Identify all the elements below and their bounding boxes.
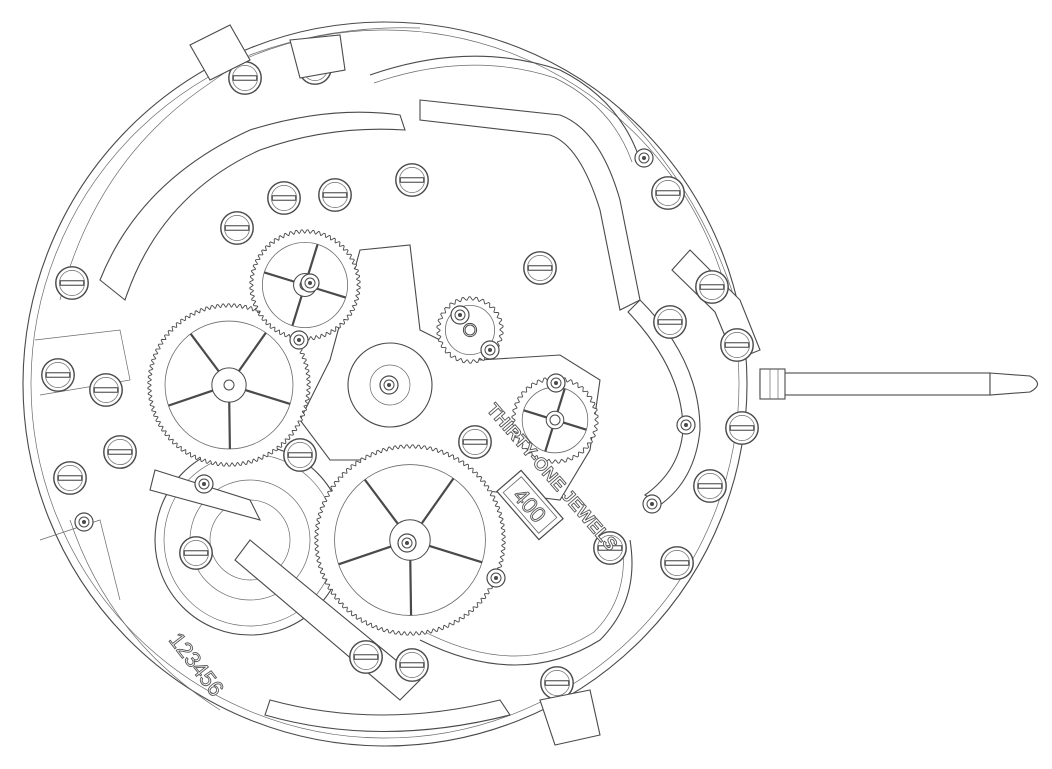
jewel-bearing-icon — [450, 305, 470, 325]
screw-head-icon — [318, 178, 352, 212]
screw-head-icon — [55, 266, 89, 300]
screw-head-icon — [725, 411, 759, 445]
serial-engraving: 123456 — [164, 628, 229, 701]
main-plate — [22, 21, 748, 747]
screw-head-icon — [41, 358, 75, 392]
screw-head-icon — [660, 546, 694, 580]
screw-head-icon — [349, 640, 383, 674]
jewel-bearing-icon — [194, 474, 214, 494]
screw-head-icon — [267, 181, 301, 215]
right-lever — [627, 249, 761, 506]
gear-wheel-icon — [147, 303, 311, 467]
caliber-plate: 400 — [496, 469, 564, 541]
winding-stem-icon — [759, 368, 1039, 400]
jewel-bearing-icon — [634, 148, 654, 168]
jewel-bearing-icon — [486, 568, 506, 588]
screw-head-icon — [653, 305, 687, 339]
jewel-bearing-icon — [397, 533, 417, 553]
top-clamp — [189, 24, 346, 81]
screw-head-icon — [458, 425, 492, 459]
jewel-bearing-icon — [642, 494, 662, 514]
screw-head-icon — [220, 211, 254, 245]
bottom-clamp — [264, 689, 601, 746]
jewel-bearing-icon — [74, 512, 94, 532]
screw-head-icon — [523, 251, 557, 285]
screw-head-icon — [693, 469, 727, 503]
screw-head-icon — [695, 270, 729, 304]
jewel-bearing-icon — [379, 375, 399, 395]
jewel-bearing-icon — [676, 415, 696, 435]
screw-head-icon — [179, 536, 213, 570]
screw-head-icon — [283, 438, 317, 472]
ratchet-wheel-arc — [369, 55, 641, 163]
barrel-arc — [419, 539, 633, 666]
jewel-bearing-icon — [289, 330, 309, 350]
screw-head-icon — [395, 648, 429, 682]
screw-head-icon — [720, 328, 754, 362]
jewel-bearing-icon — [480, 340, 500, 360]
screw-head-icon — [53, 461, 87, 495]
screw-head-icon — [395, 163, 429, 197]
screw-head-icon — [103, 435, 137, 469]
jewel-bearing-icon — [546, 373, 566, 393]
upper-bridge — [99, 99, 641, 311]
gear-wheel-icon — [511, 376, 599, 464]
jewel-bearing-icon — [300, 273, 320, 293]
screw-head-icon — [89, 373, 123, 407]
screw-head-icon — [651, 176, 685, 210]
